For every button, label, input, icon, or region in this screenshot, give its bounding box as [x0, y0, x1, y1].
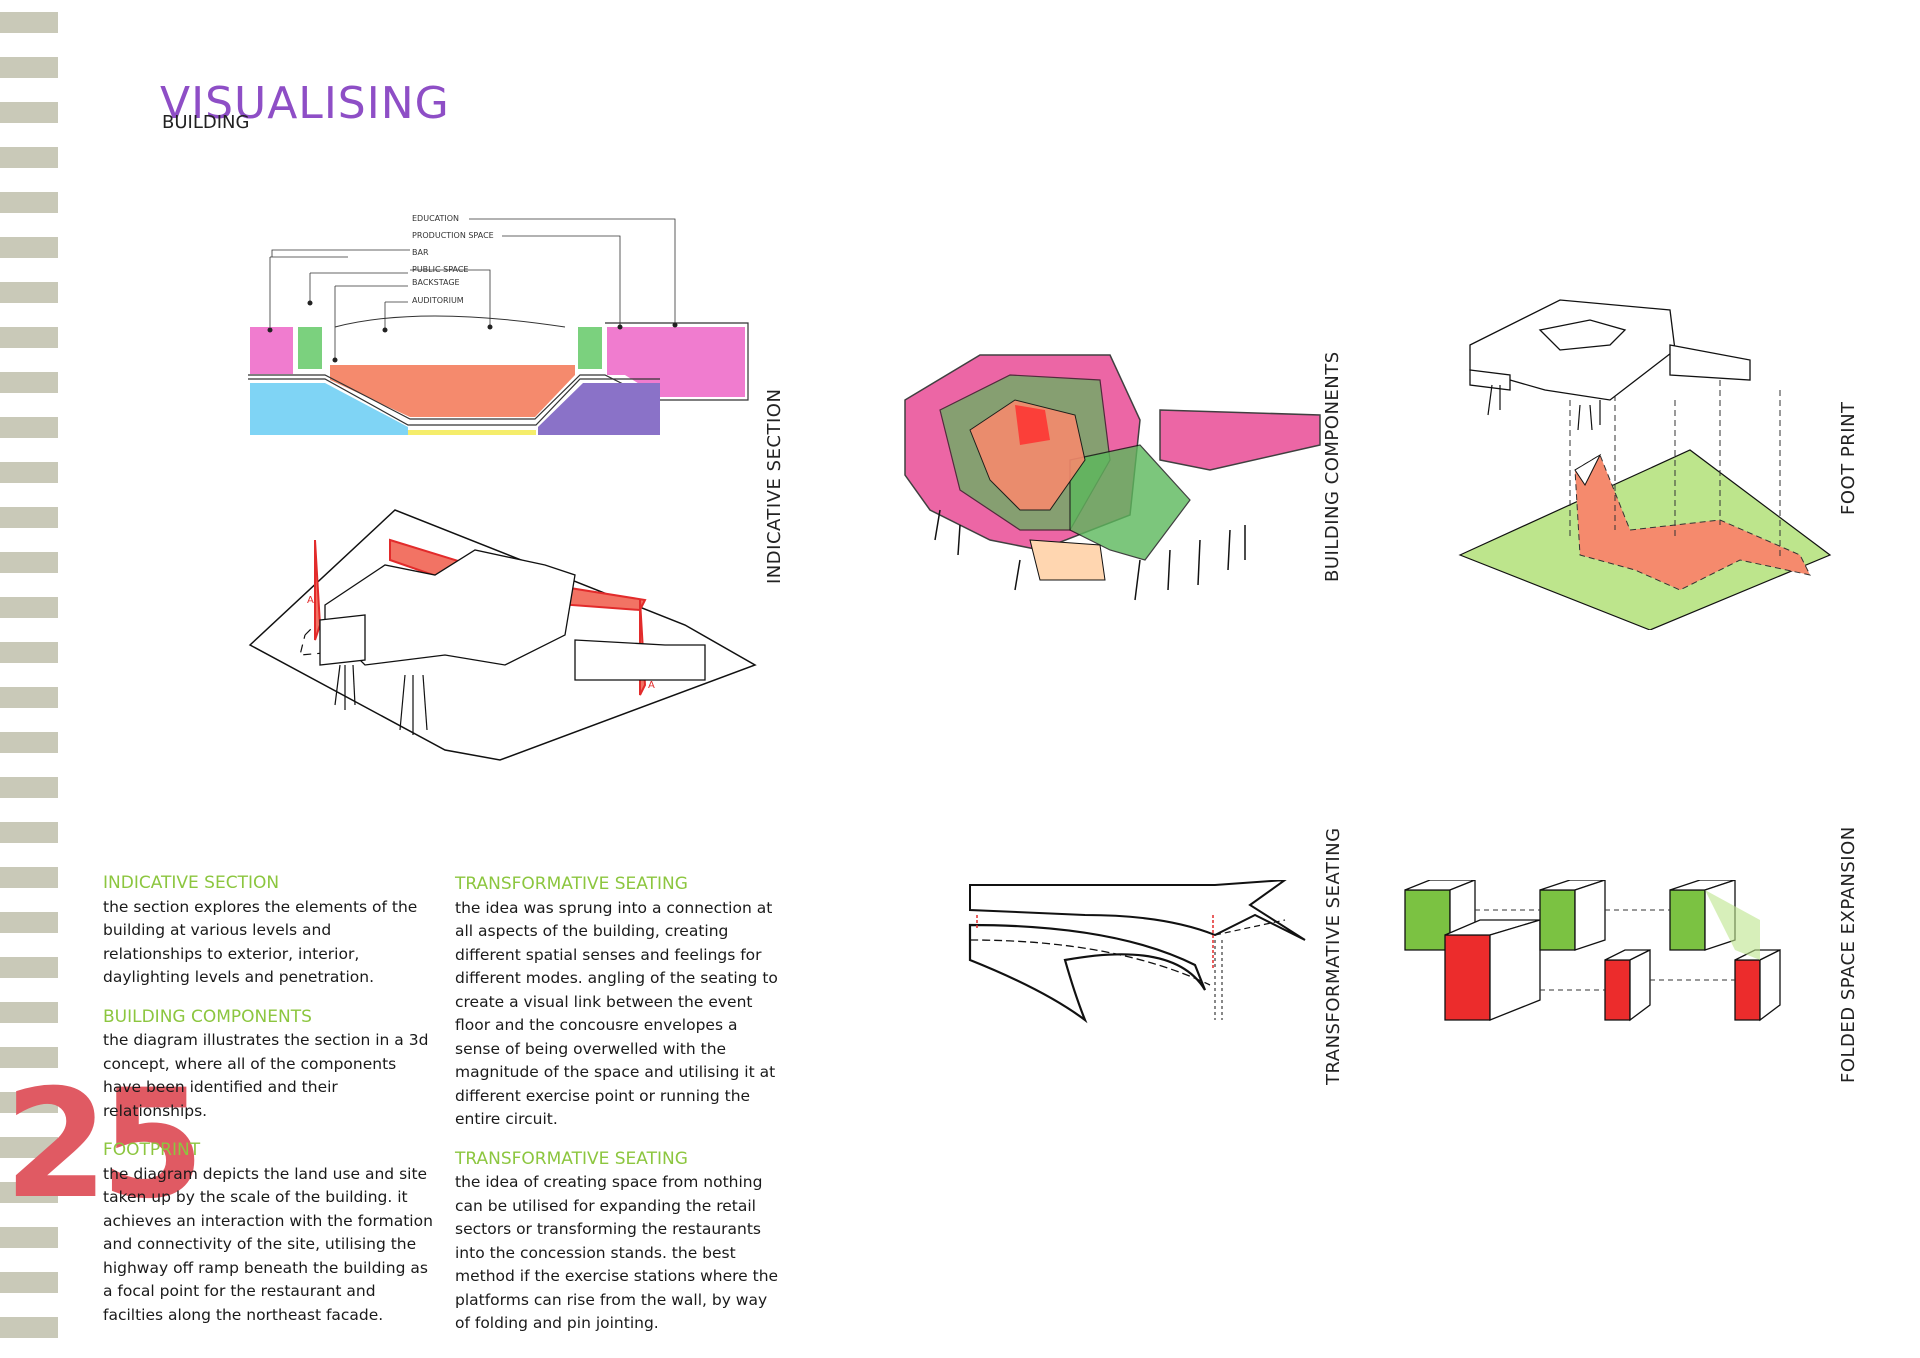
stripe-block — [0, 102, 58, 123]
stripe-block — [0, 1137, 58, 1158]
stripe-block — [0, 372, 58, 393]
stripe-block — [0, 282, 58, 303]
stripe-block — [0, 777, 58, 798]
transformative-seating-diagram — [968, 880, 1306, 1024]
body-footprint: the diagram depicts the land use and sit… — [103, 1164, 433, 1324]
stripe-block — [0, 507, 58, 528]
stripe-block — [0, 552, 58, 573]
stripe-block — [0, 147, 58, 168]
stripe-block — [0, 1092, 58, 1113]
stripe-block — [0, 912, 58, 933]
foot-print-diagram — [1458, 299, 1832, 630]
stripe-block — [0, 1317, 58, 1338]
body-transformative-seating-1: the idea was sprung into a connection at… — [455, 898, 778, 1129]
section-marker-a-left: A — [307, 595, 314, 606]
stripe-block — [0, 1182, 58, 1203]
body-transformative-seating-2: the idea of creating space from nothing … — [455, 1173, 779, 1332]
stripe-block — [0, 1002, 58, 1023]
legend-production-space: PRODUCTION SPACE — [412, 231, 494, 240]
stripe-block — [0, 327, 58, 348]
heading-building-components: BUILDING COMPONENTS — [103, 1006, 312, 1027]
body-building-components: the diagram illustrates the section in a… — [103, 1031, 429, 1120]
heading-footprint: FOOTPRINT — [103, 1140, 201, 1160]
legend-bar: BAR — [412, 248, 429, 257]
heading-transformative-seating-1: TRANSFORMATIVE SEATING — [455, 874, 688, 894]
label-indicative-section: INDICATIVE SECTION — [764, 388, 785, 584]
label-building-components: BUILDING COMPONENTS — [1322, 351, 1343, 582]
section-marker-a-right: A — [648, 680, 655, 691]
label-transformative-seating: TRANSFORMATIVE SEATING — [1323, 827, 1344, 1085]
stripe-block — [0, 57, 58, 78]
stripe-block — [0, 732, 58, 753]
stripe-block — [0, 1047, 58, 1068]
label-foot-print: FOOT PRINT — [1838, 401, 1859, 515]
stripe-block — [0, 687, 58, 708]
stripe-block — [0, 642, 58, 663]
legend-backstage: BACKSTAGE — [412, 278, 460, 287]
stripe-block — [0, 192, 58, 213]
text-column-right: TRANSFORMATIVE SEATING the idea was spru… — [455, 873, 785, 1352]
stripe-block — [0, 417, 58, 438]
stripe-block — [0, 12, 58, 33]
stripe-block — [0, 822, 58, 843]
label-folded-space-expansion: FOLDED SPACE EXPANSION — [1838, 826, 1859, 1083]
stripe-block — [0, 597, 58, 618]
legend-education: EDUCATION — [412, 214, 459, 223]
heading-transformative-seating-2: TRANSFORMATIVE SEATING — [455, 1148, 688, 1169]
text-column-left: INDICATIVE SECTION the section explores … — [103, 872, 433, 1343]
folded-space-expansion-diagram — [1404, 880, 1781, 1022]
stripe-block — [0, 867, 58, 888]
body-indicative-section: the section explores the elements of the… — [103, 897, 418, 987]
building-components-diagram — [904, 354, 1321, 601]
indicative-section-diagram: EDUCATION PRODUCTION SPACE BAR PUBLIC SP… — [248, 214, 749, 435]
stripe-block — [0, 237, 58, 258]
stripe-block — [0, 957, 58, 978]
heading-indicative-section: INDICATIVE SECTION — [103, 873, 280, 893]
stripe-block — [0, 1227, 58, 1248]
page-number: 25 — [4, 1058, 205, 1232]
stripe-block — [0, 462, 58, 483]
section-cut-isometric: A A — [248, 509, 757, 761]
stripe-block — [0, 1272, 58, 1293]
legend-auditorium: AUDITORIUM — [412, 296, 464, 305]
page-subtitle: BUILDING — [162, 112, 250, 133]
page-title: VISUALISING — [160, 78, 450, 129]
legend-public-space: PUBLIC SPACE — [412, 265, 468, 274]
